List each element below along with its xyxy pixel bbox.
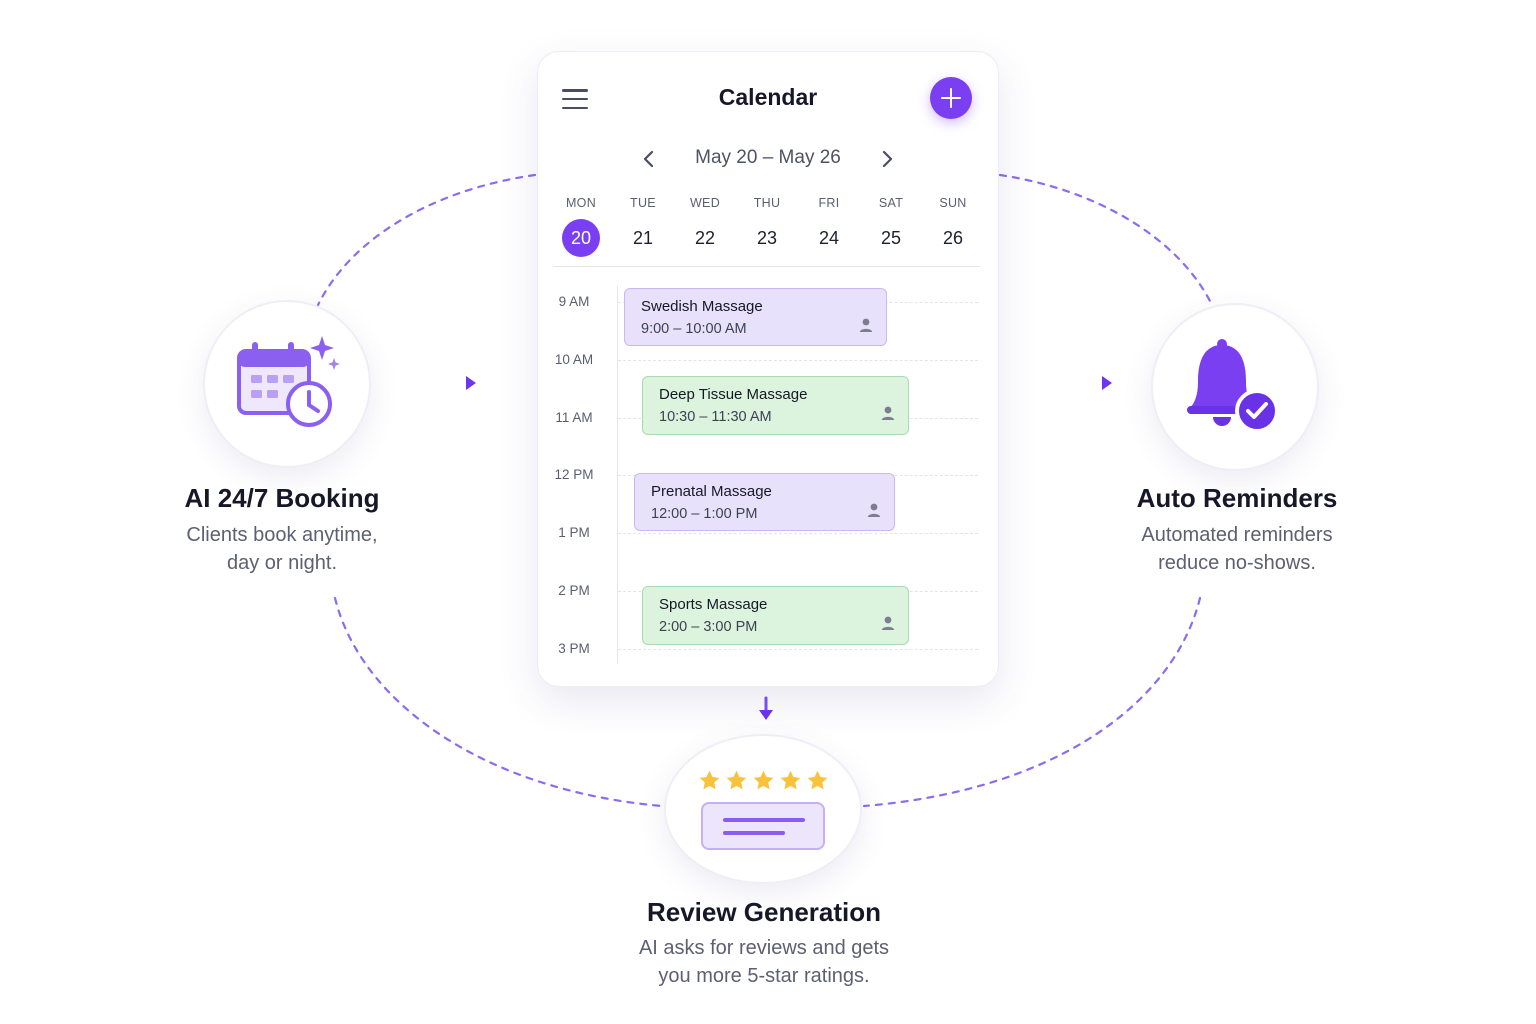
event-time: 9:00 – 10:00 AM (641, 321, 747, 337)
hour-label: 11 AM (555, 410, 593, 425)
week-divider (553, 266, 980, 267)
booking-desc-line-2: day or night. (226, 552, 338, 574)
calendar-card: Calendar May 20 – May 26 MON 20 TUE 21 WED 22… (537, 51, 999, 687)
arrow-down-icon (759, 696, 773, 720)
reviews-desc-line-2: you more 5-star ratings. (658, 965, 870, 987)
event-card[interactable]: Deep Tissue Massage 10:30 – 11:30 AM (642, 376, 909, 435)
event-name: Swedish Massage (641, 298, 763, 315)
event-name: Deep Tissue Massage (659, 386, 808, 403)
previous-week-button[interactable] (637, 147, 661, 171)
day-fri[interactable]: FRI 24 (799, 196, 859, 257)
review-text-line (723, 830, 785, 835)
hour-gridline (618, 533, 978, 534)
bell-check-icon (1187, 339, 1279, 433)
day-sat[interactable]: SAT 25 (861, 196, 921, 257)
booking-description: Clients book anytime, day or night. (132, 521, 432, 577)
person-icon (881, 406, 895, 420)
day-name-label: SUN (939, 196, 967, 210)
star-icon (726, 770, 746, 789)
reminders-description: Automated reminders reduce no-shows. (1087, 521, 1387, 577)
chevron-left-icon (643, 150, 654, 168)
day-tue[interactable]: TUE 21 (613, 196, 673, 257)
next-week-button[interactable] (875, 147, 899, 171)
event-card[interactable]: Swedish Massage 9:00 – 10:00 AM (624, 288, 887, 346)
reviews-feature-circle (664, 734, 862, 884)
event-card[interactable]: Prenatal Massage 12:00 – 1:00 PM (634, 473, 895, 531)
menu-icon[interactable] (560, 86, 590, 112)
day-number: 22 (694, 228, 716, 248)
reminders-desc-line-1: Automated reminders (1141, 524, 1333, 546)
day-sun[interactable]: SUN 26 (923, 196, 983, 257)
calendar-clock-sparkle-icon (237, 336, 340, 427)
day-number: 24 (818, 228, 840, 248)
person-icon (867, 503, 881, 517)
day-name-label: FRI (818, 196, 840, 210)
reviews-desc-line-1: AI asks for reviews and gets (638, 937, 890, 959)
person-icon (881, 616, 895, 630)
time-axis-line (617, 286, 618, 664)
day-number: 26 (942, 228, 964, 248)
reviews-title: Review Generation (646, 897, 882, 927)
reminders-feature-circle (1151, 303, 1319, 471)
selected-day-number: 20 (562, 219, 600, 257)
chevron-right-icon (882, 150, 893, 168)
hour-label: 1 PM (558, 525, 590, 540)
booking-feature-circle (203, 300, 371, 468)
review-text-line (723, 817, 805, 822)
five-stars (698, 769, 829, 792)
reviews-description: AI asks for reviews and gets you more 5-… (594, 934, 934, 990)
booking-desc-line-1: Clients book anytime, (186, 524, 378, 546)
hour-gridline (618, 649, 978, 650)
event-card[interactable]: Sports Massage 2:00 – 3:00 PM (642, 586, 909, 645)
day-wed[interactable]: WED 22 (675, 196, 735, 257)
day-name-label: SAT (878, 196, 904, 210)
day-name-label: MON (565, 196, 597, 210)
day-number: 25 (880, 228, 902, 248)
day-number: 23 (756, 228, 778, 248)
hour-label: 3 PM (558, 641, 590, 656)
event-time: 10:30 – 11:30 AM (659, 409, 772, 425)
hour-label: 12 PM (554, 467, 594, 482)
reminders-title: Auto Reminders (1136, 483, 1338, 513)
calendar-title: Calendar (718, 84, 818, 110)
star-rating-icon (698, 769, 829, 850)
event-name: Sports Massage (659, 596, 768, 613)
hour-gridline (618, 360, 978, 361)
star-icon (780, 770, 800, 789)
star-icon (699, 770, 719, 789)
arrow-right-icon (410, 376, 476, 390)
reminders-desc-line-2: reduce no-shows. (1158, 552, 1316, 574)
review-card-icon (701, 801, 825, 850)
day-thu[interactable]: THU 23 (737, 196, 797, 257)
day-mon[interactable]: MON 20 (551, 196, 611, 257)
event-time: 12:00 – 1:00 PM (651, 506, 758, 522)
event-time: 2:00 – 3:00 PM (659, 619, 758, 635)
hour-label: 9 AM (558, 294, 590, 309)
event-name: Prenatal Massage (651, 483, 772, 500)
star-icon (807, 770, 827, 789)
person-icon (859, 318, 873, 332)
star-icon (753, 770, 773, 789)
arrow-right-icon (1046, 376, 1112, 390)
day-name-label: TUE (630, 196, 656, 210)
add-event-button[interactable] (930, 77, 972, 119)
day-number: 21 (632, 228, 654, 248)
hour-label: 10 AM (554, 352, 594, 367)
booking-title: AI 24/7 Booking (184, 483, 380, 513)
day-name-label: THU (753, 196, 781, 210)
date-range-label: May 20 – May 26 (695, 147, 841, 168)
day-name-label: WED (689, 196, 721, 210)
hour-label: 2 PM (558, 583, 590, 598)
